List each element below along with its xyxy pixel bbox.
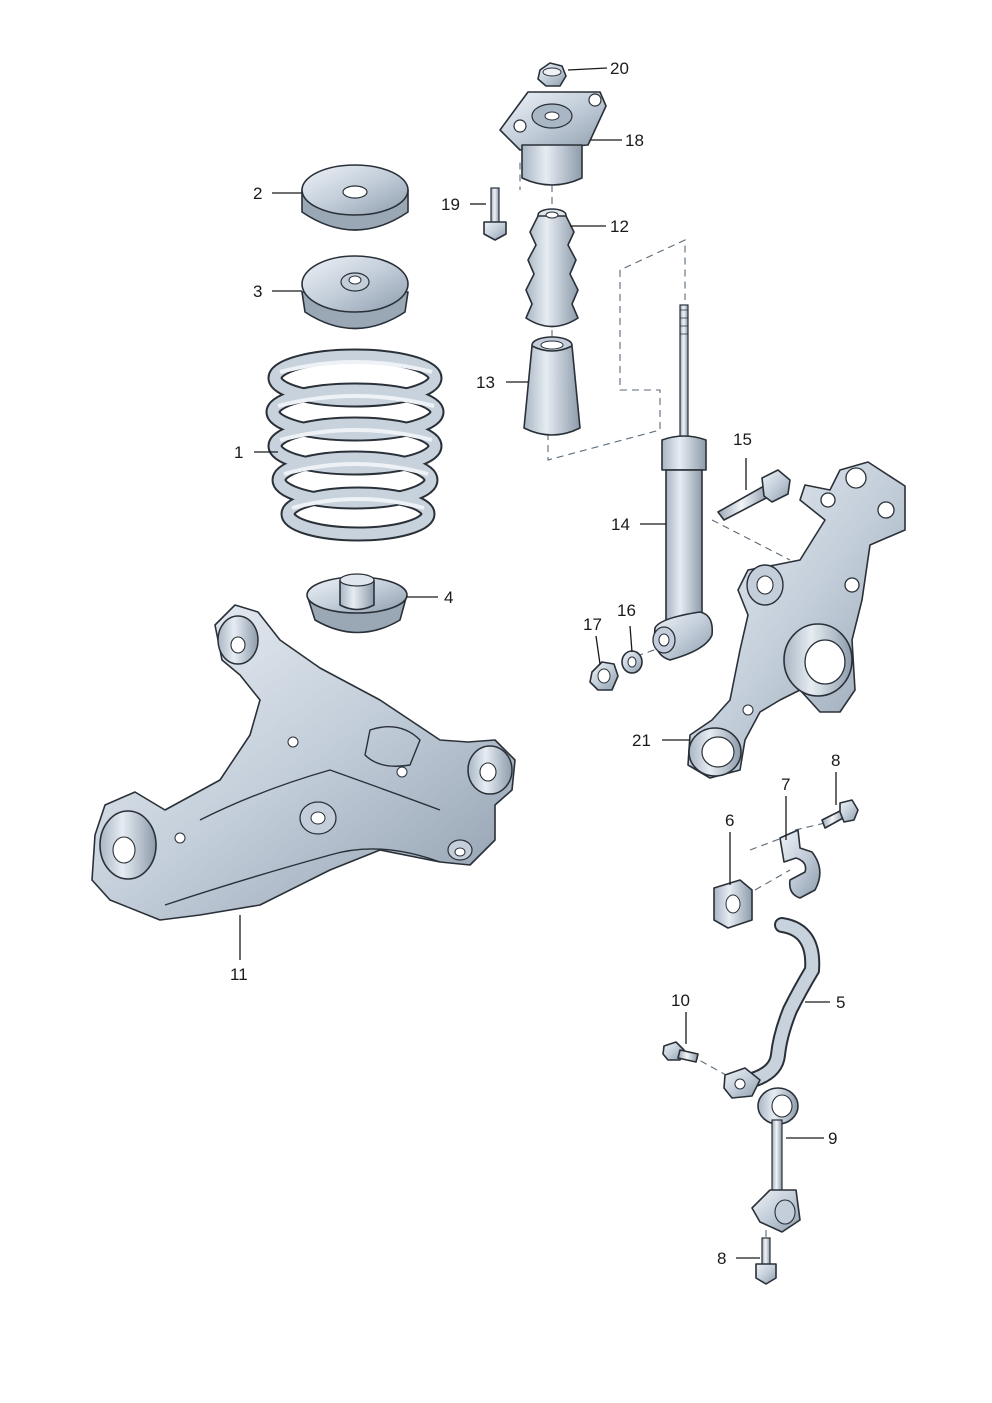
leader-lines [239,67,837,1259]
dust-boot-part-13 [523,336,581,436]
callout-14: 14 [611,515,630,534]
bolt-part-8-lower [755,1237,777,1285]
callout-10: 10 [671,991,690,1010]
callout-7: 7 [781,775,790,794]
callout-16: 16 [617,601,636,620]
strut-mount-part-18 [499,91,607,186]
control-arm-part-11 [91,604,516,921]
bolt-part-10 [662,1041,699,1063]
callout-9: 9 [828,1129,837,1148]
callout-labels: 20 18 2 19 12 3 13 1 15 14 4 17 16 21 8 … [230,59,845,1268]
callout-13: 13 [476,373,495,392]
upper-spring-seat-part-3 [301,255,409,330]
washer-part-16 [621,650,643,674]
bolt-part-19 [483,187,507,241]
callout-8-lower: 8 [717,1249,726,1268]
nut-part-17 [589,661,619,691]
bump-stop-part-12 [525,208,579,328]
bolt-part-8-upper [821,799,859,829]
lower-spring-seat-part-4 [306,573,408,634]
callout-1: 1 [234,443,243,462]
drop-link-part-9 [751,1087,801,1233]
clamp-part-7 [779,829,821,899]
callout-12: 12 [610,217,629,236]
bushing-part-6 [713,879,753,929]
callout-18: 18 [625,131,644,150]
callout-3: 3 [253,282,262,301]
callout-2: 2 [253,184,262,203]
callout-5: 5 [836,993,845,1012]
callout-19: 19 [441,195,460,214]
callout-17: 17 [583,615,602,634]
anti-roll-bar-part-5 [723,917,821,1099]
bolt-part-15 [717,469,791,521]
callout-15: 15 [733,430,752,449]
nut-part-20 [537,62,567,87]
coil-spring-part-1 [265,348,445,542]
callout-20: 20 [610,59,629,78]
spacer-ring-part-2 [301,164,409,231]
callout-4: 4 [444,588,453,607]
callout-11: 11 [230,965,248,984]
callout-21: 21 [632,731,651,750]
callout-6: 6 [725,811,734,830]
callout-8-upper: 8 [831,751,840,770]
shock-absorber-part-14 [652,304,714,661]
wheel-carrier-part-21 [687,461,906,779]
